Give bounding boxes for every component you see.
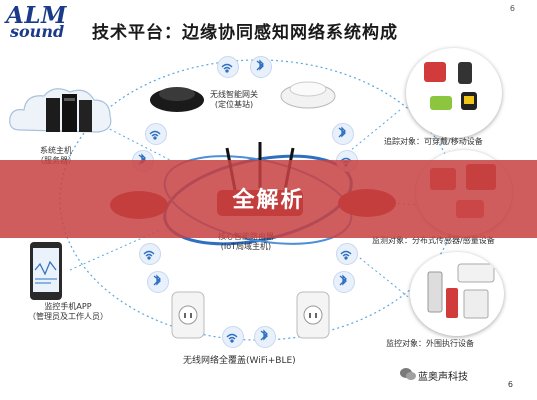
bluetooth-icon <box>147 271 169 293</box>
page-number-top: 6 <box>509 4 515 13</box>
gateway-device-dark-icon <box>150 87 204 112</box>
overlay-banner-text: 全解析 <box>232 188 305 213</box>
wearable-devices-icon <box>424 62 477 110</box>
actuator-devices-icon <box>427 263 495 319</box>
bluetooth-icon <box>254 326 276 348</box>
overlay-banner <box>0 160 537 238</box>
wechat-watermark: 蓝奥声科技 <box>418 372 468 383</box>
gateway-device-white-icon <box>280 81 336 109</box>
network-coverage-label: 无线网络全覆盖(WiFi+BLE) <box>183 356 296 366</box>
link-tracking <box>344 109 401 156</box>
smart-plug-right-icon <box>296 291 330 339</box>
phone-app-icon <box>30 242 62 300</box>
bluetooth-icon <box>333 271 355 293</box>
server-cloud-icon <box>9 88 112 133</box>
page-number-bottom: 6 <box>507 380 513 389</box>
wechat-icon <box>400 368 416 380</box>
smart-plug-left-icon <box>171 291 205 339</box>
alm-sound-logo: ALM sound <box>6 2 67 41</box>
bluetooth-icon <box>332 123 354 145</box>
control-objects-bubble <box>410 252 504 336</box>
link-phone <box>69 229 161 271</box>
bluetooth-icon <box>250 56 272 78</box>
link-control <box>349 249 413 301</box>
control-objects-label: 监控对象：外围执行设备 <box>386 339 474 348</box>
slide-title: 技术平台：边缘协同感知网络系统构成 <box>92 23 398 43</box>
phone-app-label: 监控手机APP （管理员及工作人员） <box>28 302 108 321</box>
tracking-objects-bubble <box>406 48 502 138</box>
tracking-objects-label: 追踪对象：可穿戴/移动设备 <box>384 137 483 146</box>
gateway-label: 无线智能网关 (定位基站) <box>210 90 258 109</box>
monitoring-objects-label: 监测对象：分布式传感器/感量设备 <box>372 236 495 245</box>
